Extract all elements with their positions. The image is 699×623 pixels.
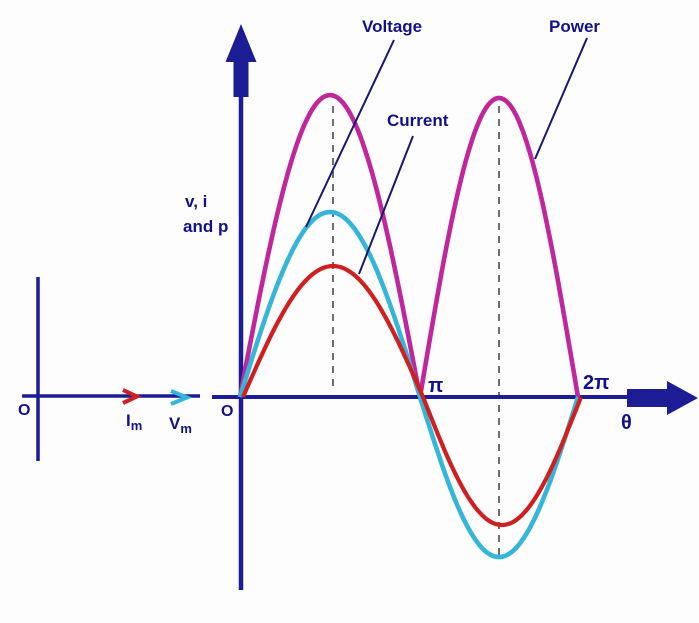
voltage-curve	[237, 209, 581, 560]
y-axis-arrowhead	[225, 24, 257, 97]
current-leader-line	[358, 135, 414, 275]
voltage-leader-line	[305, 39, 395, 228]
current-label: Current	[387, 111, 449, 130]
vm-phasor-label: Vm	[169, 414, 192, 435]
power-label: Power	[549, 17, 601, 36]
vm-letter: V	[169, 414, 181, 433]
im-phasor-arrow	[122, 388, 142, 405]
y-axis-label-line2: and p	[183, 217, 229, 236]
vm-subscript: m	[180, 421, 192, 436]
im-letter: I	[126, 411, 131, 430]
power-curve	[237, 92, 581, 398]
theta-axis-label: θ	[621, 412, 632, 434]
origin-label-main: O	[221, 403, 234, 420]
x-axis-arrowhead	[627, 381, 698, 415]
origin-label-phasor: O	[18, 402, 31, 419]
y-axis-label-line1: v, i	[185, 192, 208, 211]
two-pi-tick-label: 2π	[583, 372, 610, 394]
current-curve	[241, 263, 583, 528]
pi-tick-label: π	[428, 375, 444, 397]
im-subscript: m	[130, 418, 143, 433]
power-leader-line	[534, 37, 588, 160]
vm-phasor-arrow	[170, 389, 193, 406]
im-phasor-label: Im	[126, 411, 142, 432]
voltage-label: Voltage	[362, 17, 423, 36]
